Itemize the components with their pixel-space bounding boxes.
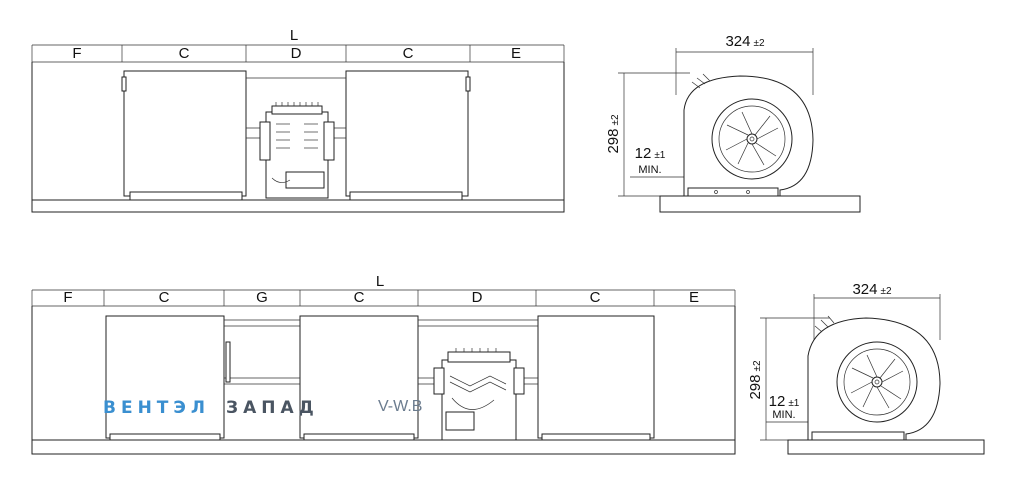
bottom-side-view: 324±2 298±2 12±1 MIN. (747, 281, 985, 455)
scroll-housing (807, 317, 941, 441)
width-dimension: 324±2 (852, 281, 892, 298)
segment-label: G (256, 289, 268, 306)
fan-wheel (836, 341, 918, 423)
fan-housing-right (345, 70, 469, 197)
motor (433, 348, 525, 441)
top-front-view: L F C D C E (31, 27, 565, 213)
fan-housing-2 (299, 315, 419, 439)
gap-min-note: MIN. (772, 409, 795, 421)
base-plate (31, 199, 565, 213)
segment-label: C (403, 45, 414, 62)
base-plate (659, 195, 861, 213)
width-dimension: 324±2 (725, 33, 765, 50)
watermark-brand-part1: ВЕНТЭЛ (103, 398, 210, 418)
bottom-front-view: L F C G C D C E (31, 273, 736, 455)
segment-label: C (354, 289, 365, 306)
segment-label: E (689, 289, 699, 306)
fan-housing-left (123, 70, 247, 197)
height-dimension: 298±2 (747, 360, 764, 400)
watermark-brand-part2: ЗАПАД (226, 398, 319, 418)
segment-label: C (590, 289, 601, 306)
gap-min-note: MIN. (638, 164, 661, 176)
base-plate (31, 439, 736, 455)
overall-length-label: L (376, 273, 384, 290)
fan-wheel (711, 98, 793, 180)
gap-dimension: 12±1 (769, 393, 800, 410)
segment-label: C (179, 45, 190, 62)
segment-label: F (63, 289, 72, 306)
motor (259, 102, 335, 199)
top-side-view: 324±2 298±2 12±1 MIN. (605, 33, 861, 213)
fan-housing-3 (537, 315, 655, 439)
gap-dimension: 12±1 (635, 145, 666, 162)
overall-length-label: L (290, 27, 298, 44)
segment-label: C (159, 289, 170, 306)
watermark-site: V-W.B (378, 398, 423, 415)
segment-label: E (511, 45, 521, 62)
segment-label: F (72, 45, 81, 62)
segment-label: D (291, 45, 302, 62)
height-dimension: 298±2 (605, 114, 622, 154)
fan-housing-1 (105, 315, 225, 439)
segment-label: D (472, 289, 483, 306)
base-plate (787, 439, 985, 455)
